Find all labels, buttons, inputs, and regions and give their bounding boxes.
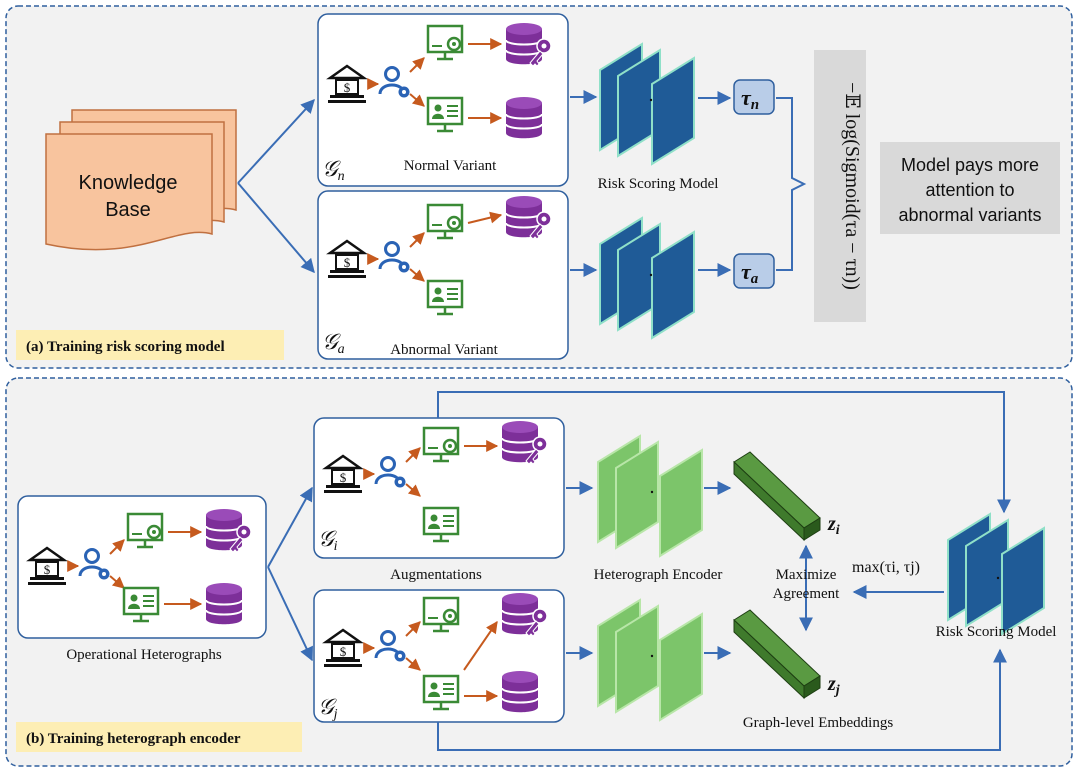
knowledge-base-icon [45, 109, 237, 251]
operational-label: Operational Heterographs [66, 647, 222, 663]
loss-expression: −𝔼 log(Sigmoid(τa − τn)) [841, 82, 863, 290]
risk-scoring-model-label-b: Risk Scoring Model [936, 624, 1057, 640]
risk-scoring-model-bottom [599, 216, 695, 340]
abnormal-variant-panel [317, 190, 569, 360]
loss-box [814, 50, 866, 322]
note-line-3: abnormal variants [898, 205, 1041, 225]
augmentations-label: Augmentations [390, 567, 482, 583]
normal-variant-label: Normal Variant [404, 158, 497, 174]
risk-scoring-model-label-a: Risk Scoring Model [598, 176, 719, 192]
normal-variant-panel [317, 13, 569, 187]
max-expression: max(τi, τj) [852, 559, 920, 576]
z-i-label: zi [827, 513, 840, 538]
tau-n-box [733, 79, 775, 115]
graph-i-label: 𝒢i [318, 526, 338, 554]
graph-n-label: 𝒢n [322, 156, 345, 184]
panel-a [5, 5, 1073, 369]
risk-scoring-model-top [599, 42, 695, 166]
section-b-tag [16, 722, 302, 752]
knowledge-base-label: Knowledge [79, 172, 178, 194]
risk-scoring-model-right [947, 512, 1045, 636]
note-line-2: attention to [925, 180, 1014, 200]
z-j-label: zj [827, 673, 840, 698]
maximize-line-1: Maximize [776, 567, 837, 583]
note-line-1: Model pays more [901, 155, 1039, 175]
section-a-tag [16, 330, 284, 360]
embedding-j [733, 609, 821, 700]
tau-a-label: τa [741, 259, 759, 287]
operational-heterographs-panel [17, 495, 267, 639]
tau-n-label: τn [741, 85, 759, 113]
note-box [880, 142, 1060, 234]
embedding-i [733, 451, 821, 542]
heterograph-encoder-bottom [597, 598, 703, 722]
graph-a-label: 𝒢a [322, 329, 345, 357]
embeddings-label: Graph-level Embeddings [743, 715, 894, 731]
graph-j-label: 𝒢j [318, 694, 338, 722]
knowledge-base-label-2: Base [105, 199, 151, 221]
section-b-tag-label: (b) Training heterograph encoder [26, 731, 241, 747]
section-a-tag-label: (a) Training risk scoring model [26, 339, 225, 355]
encoder-label: Heterograph Encoder [594, 567, 723, 583]
tau-a-box [733, 253, 775, 289]
maximize-line-2: Agreement [773, 586, 840, 602]
abnormal-variant-label: Abnormal Variant [390, 342, 498, 358]
heterograph-encoder-top [597, 434, 703, 558]
